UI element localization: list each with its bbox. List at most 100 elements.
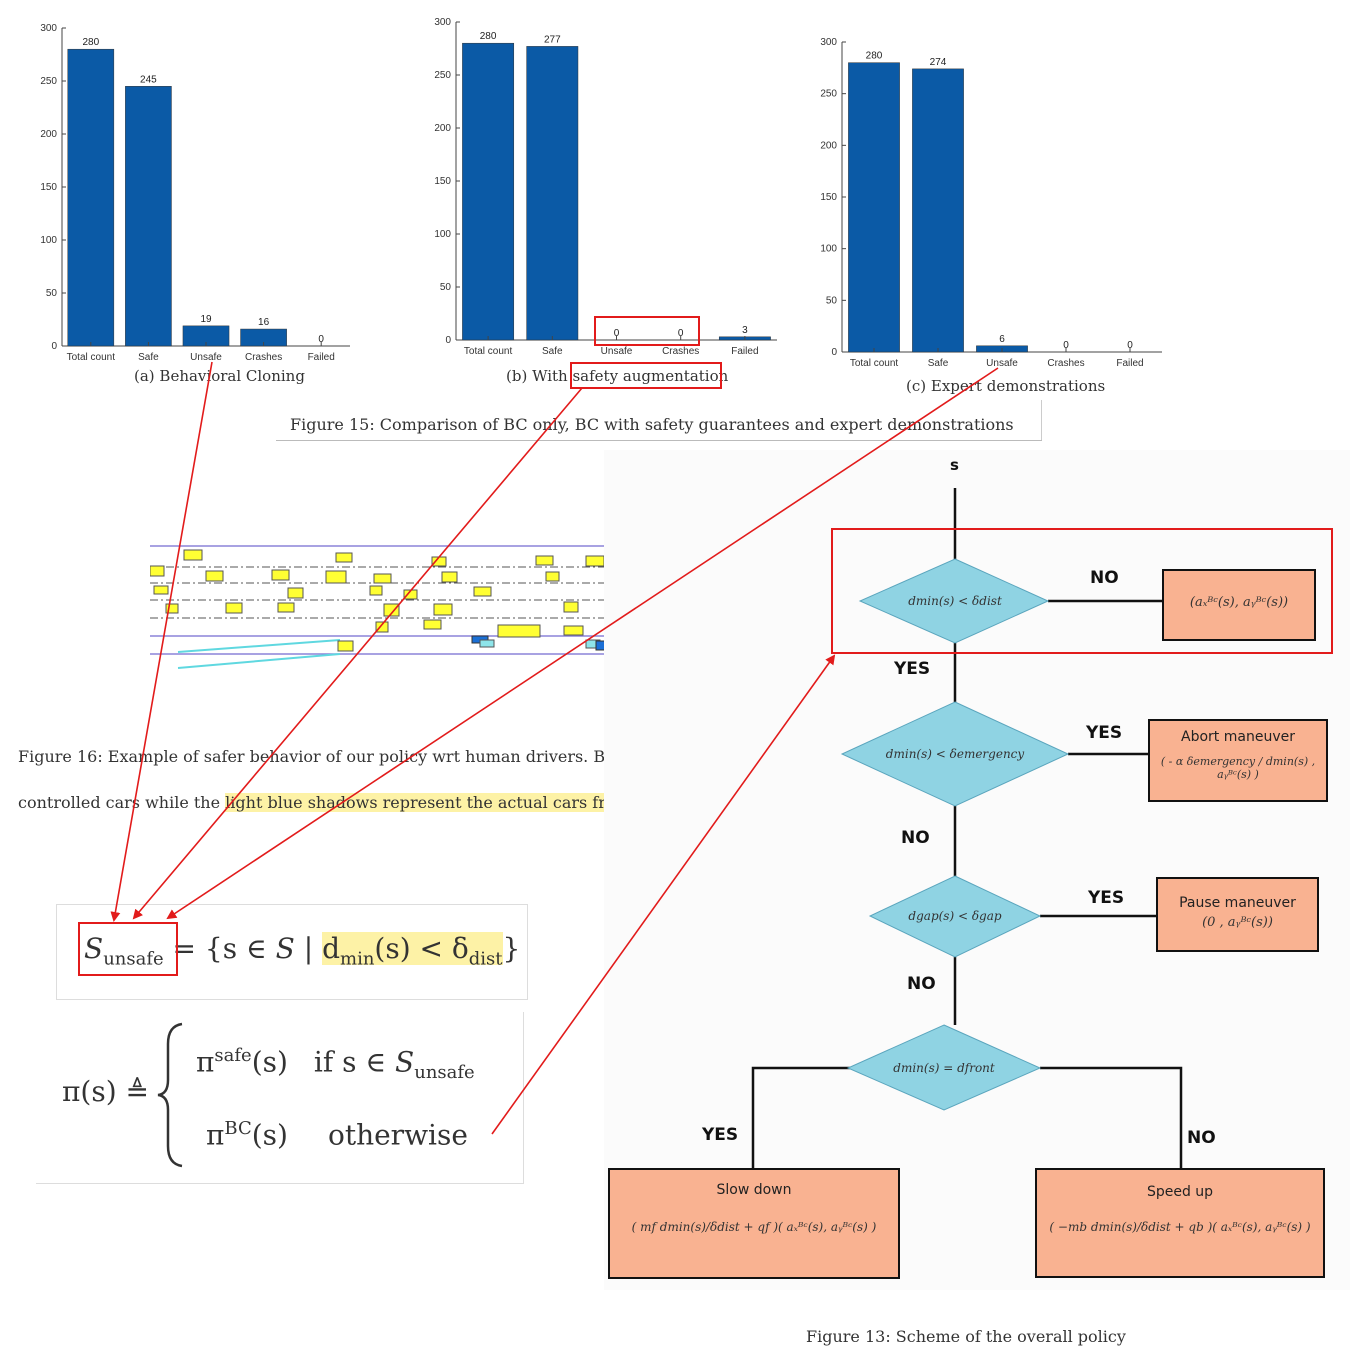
bar-value-label: 0 bbox=[1063, 340, 1069, 351]
bar-value-label: 277 bbox=[544, 34, 561, 45]
pi-safe-arg: (s) bbox=[251, 1045, 288, 1079]
y-tick-label: 50 bbox=[826, 295, 838, 306]
y-tick-label: 0 bbox=[445, 335, 451, 346]
unsafe-set-subscript: unsafe bbox=[103, 948, 164, 970]
x-tick-label: Crashes bbox=[1047, 358, 1084, 369]
x-tick-label: Crashes bbox=[662, 346, 699, 357]
pi-safe: π bbox=[196, 1045, 215, 1079]
x-tick-label: Failed bbox=[1116, 358, 1143, 369]
y-tick-label: 150 bbox=[820, 192, 837, 203]
y-tick-label: 100 bbox=[40, 235, 57, 246]
x-tick-label: Safe bbox=[138, 352, 159, 363]
bar-value-label: 274 bbox=[930, 57, 947, 68]
label-no-2: NO bbox=[901, 828, 930, 848]
x-tick-label: Unsafe bbox=[986, 358, 1018, 369]
bar-value-label: 280 bbox=[480, 31, 497, 42]
highlight-safety-word bbox=[570, 362, 722, 389]
abort-title: Abort maneuver bbox=[1181, 729, 1295, 745]
policy-lhs: π(s) ≜ bbox=[62, 1075, 149, 1108]
box-bc-formula: (aₓᴮᶜ(s), aᵧᴮᶜ(s)) bbox=[1189, 595, 1289, 610]
bar-value-label: 16 bbox=[258, 317, 270, 328]
y-tick-label: 300 bbox=[820, 37, 837, 48]
y-tick-label: 250 bbox=[40, 76, 57, 87]
pause-formula: (0 , aᵧᴮᶜ(s)) bbox=[1202, 915, 1273, 930]
label-yes-1: YES bbox=[894, 659, 931, 679]
case-2-condition: otherwise bbox=[327, 1118, 468, 1152]
x-tick-label: Safe bbox=[928, 358, 949, 369]
decision-dmin-front: dmin(s) = dfront bbox=[893, 1061, 995, 1075]
figure-13-caption: Figure 13: Scheme of the overall policy bbox=[806, 1327, 1126, 1346]
pause-title: Pause maneuver bbox=[1179, 895, 1296, 911]
unsafe-eq-highlight: dmin(s) < δdist bbox=[322, 932, 503, 970]
dmin-d: d bbox=[322, 932, 340, 965]
label-no-4: NO bbox=[1187, 1128, 1216, 1148]
pi-safe-sup: safe bbox=[214, 1045, 252, 1066]
x-tick-label: Total count bbox=[464, 346, 513, 357]
pi-bc-arg: (s) bbox=[251, 1118, 288, 1152]
bar bbox=[912, 68, 964, 353]
label-no-1: NO bbox=[1090, 568, 1119, 588]
speed-up-title: Speed up bbox=[1146, 1184, 1214, 1200]
box-speed-up: Speed up ( −mb dmin(s)/δdist + qb )( aₓᴮ… bbox=[1035, 1168, 1325, 1278]
bar bbox=[67, 48, 115, 347]
x-tick-label: Total count bbox=[67, 352, 116, 363]
unsafe-set-equation: Sunsafe = {s ∈ S | dmin(s) < δdist} bbox=[84, 932, 520, 970]
bar-value-label: 0 bbox=[678, 328, 684, 339]
y-tick-label: 0 bbox=[831, 347, 837, 358]
abort-formula: ( - α δemergency / dmin(s) , aᵧᴮᶜ(s) ) bbox=[1160, 755, 1316, 781]
label-yes-4: YES bbox=[702, 1125, 739, 1145]
box-abort-maneuver: Abort maneuver ( - α δemergency / dmin(s… bbox=[1148, 719, 1328, 802]
label-yes-2: YES bbox=[1086, 723, 1123, 743]
bar-value-label: 245 bbox=[140, 74, 157, 85]
pi-bc: π bbox=[206, 1118, 225, 1152]
bar bbox=[526, 46, 579, 341]
case-1-condition: if s ∈ bbox=[313, 1045, 396, 1079]
case-1-sub: unsafe bbox=[414, 1061, 475, 1083]
bar bbox=[462, 42, 515, 341]
dmin-rest: (s) < δ bbox=[374, 932, 469, 965]
y-tick-label: 100 bbox=[434, 229, 451, 240]
x-tick-label: Failed bbox=[731, 346, 758, 357]
y-tick-label: 250 bbox=[820, 89, 837, 100]
unsafe-eq-bar: | bbox=[294, 932, 323, 965]
y-tick-label: 300 bbox=[40, 23, 57, 34]
bar-value-label: 3 bbox=[742, 325, 748, 336]
flowchart-start: s bbox=[950, 456, 959, 474]
speed-up-formula: ( −mb dmin(s)/δdist + qb )( aₓᴮᶜ(s), aᵧᴮ… bbox=[1049, 1220, 1311, 1234]
highlight-unsafe-crashes bbox=[594, 316, 700, 346]
label-yes-3: YES bbox=[1088, 888, 1125, 908]
bar bbox=[848, 62, 900, 353]
y-tick-label: 300 bbox=[434, 17, 451, 28]
x-tick-label: Unsafe bbox=[601, 346, 633, 357]
bar bbox=[125, 86, 172, 347]
policy-case-1: πsafe(s) if s ∈ Sunsafe bbox=[196, 1045, 475, 1083]
y-tick-label: 50 bbox=[440, 282, 452, 293]
bar-value-label: 280 bbox=[82, 37, 99, 48]
y-tick-label: 250 bbox=[434, 70, 451, 81]
x-tick-label: Failed bbox=[308, 352, 335, 363]
dmin-sub: min bbox=[340, 948, 375, 970]
y-tick-label: 200 bbox=[820, 140, 837, 151]
policy-brace bbox=[157, 1022, 183, 1168]
decision-dmin-emergency: dmin(s) < δemergency bbox=[885, 747, 1025, 761]
case-1-set: S bbox=[395, 1045, 415, 1079]
x-tick-label: Crashes bbox=[245, 352, 282, 363]
label-no-3: NO bbox=[907, 974, 936, 994]
unsafe-set-symbol: S bbox=[84, 932, 104, 965]
y-tick-label: 150 bbox=[40, 182, 57, 193]
x-tick-label: Safe bbox=[542, 346, 563, 357]
highlight-first-decision bbox=[831, 528, 1333, 654]
pi-bc-sup: BC bbox=[224, 1118, 252, 1139]
box-slow-down: Slow down ( mf dmin(s)/δdist + qf )( aₓᴮ… bbox=[608, 1168, 900, 1279]
slow-down-formula: ( mf dmin(s)/δdist + qf )( aₓᴮᶜ(s), aᵧᴮᶜ… bbox=[631, 1220, 877, 1234]
y-tick-label: 50 bbox=[46, 288, 58, 299]
bar-value-label: 0 bbox=[318, 334, 324, 345]
y-tick-label: 150 bbox=[434, 176, 451, 187]
figure-15-right-rule bbox=[1041, 400, 1042, 440]
unsafe-eq-middle: = {s ∈ bbox=[163, 932, 276, 965]
